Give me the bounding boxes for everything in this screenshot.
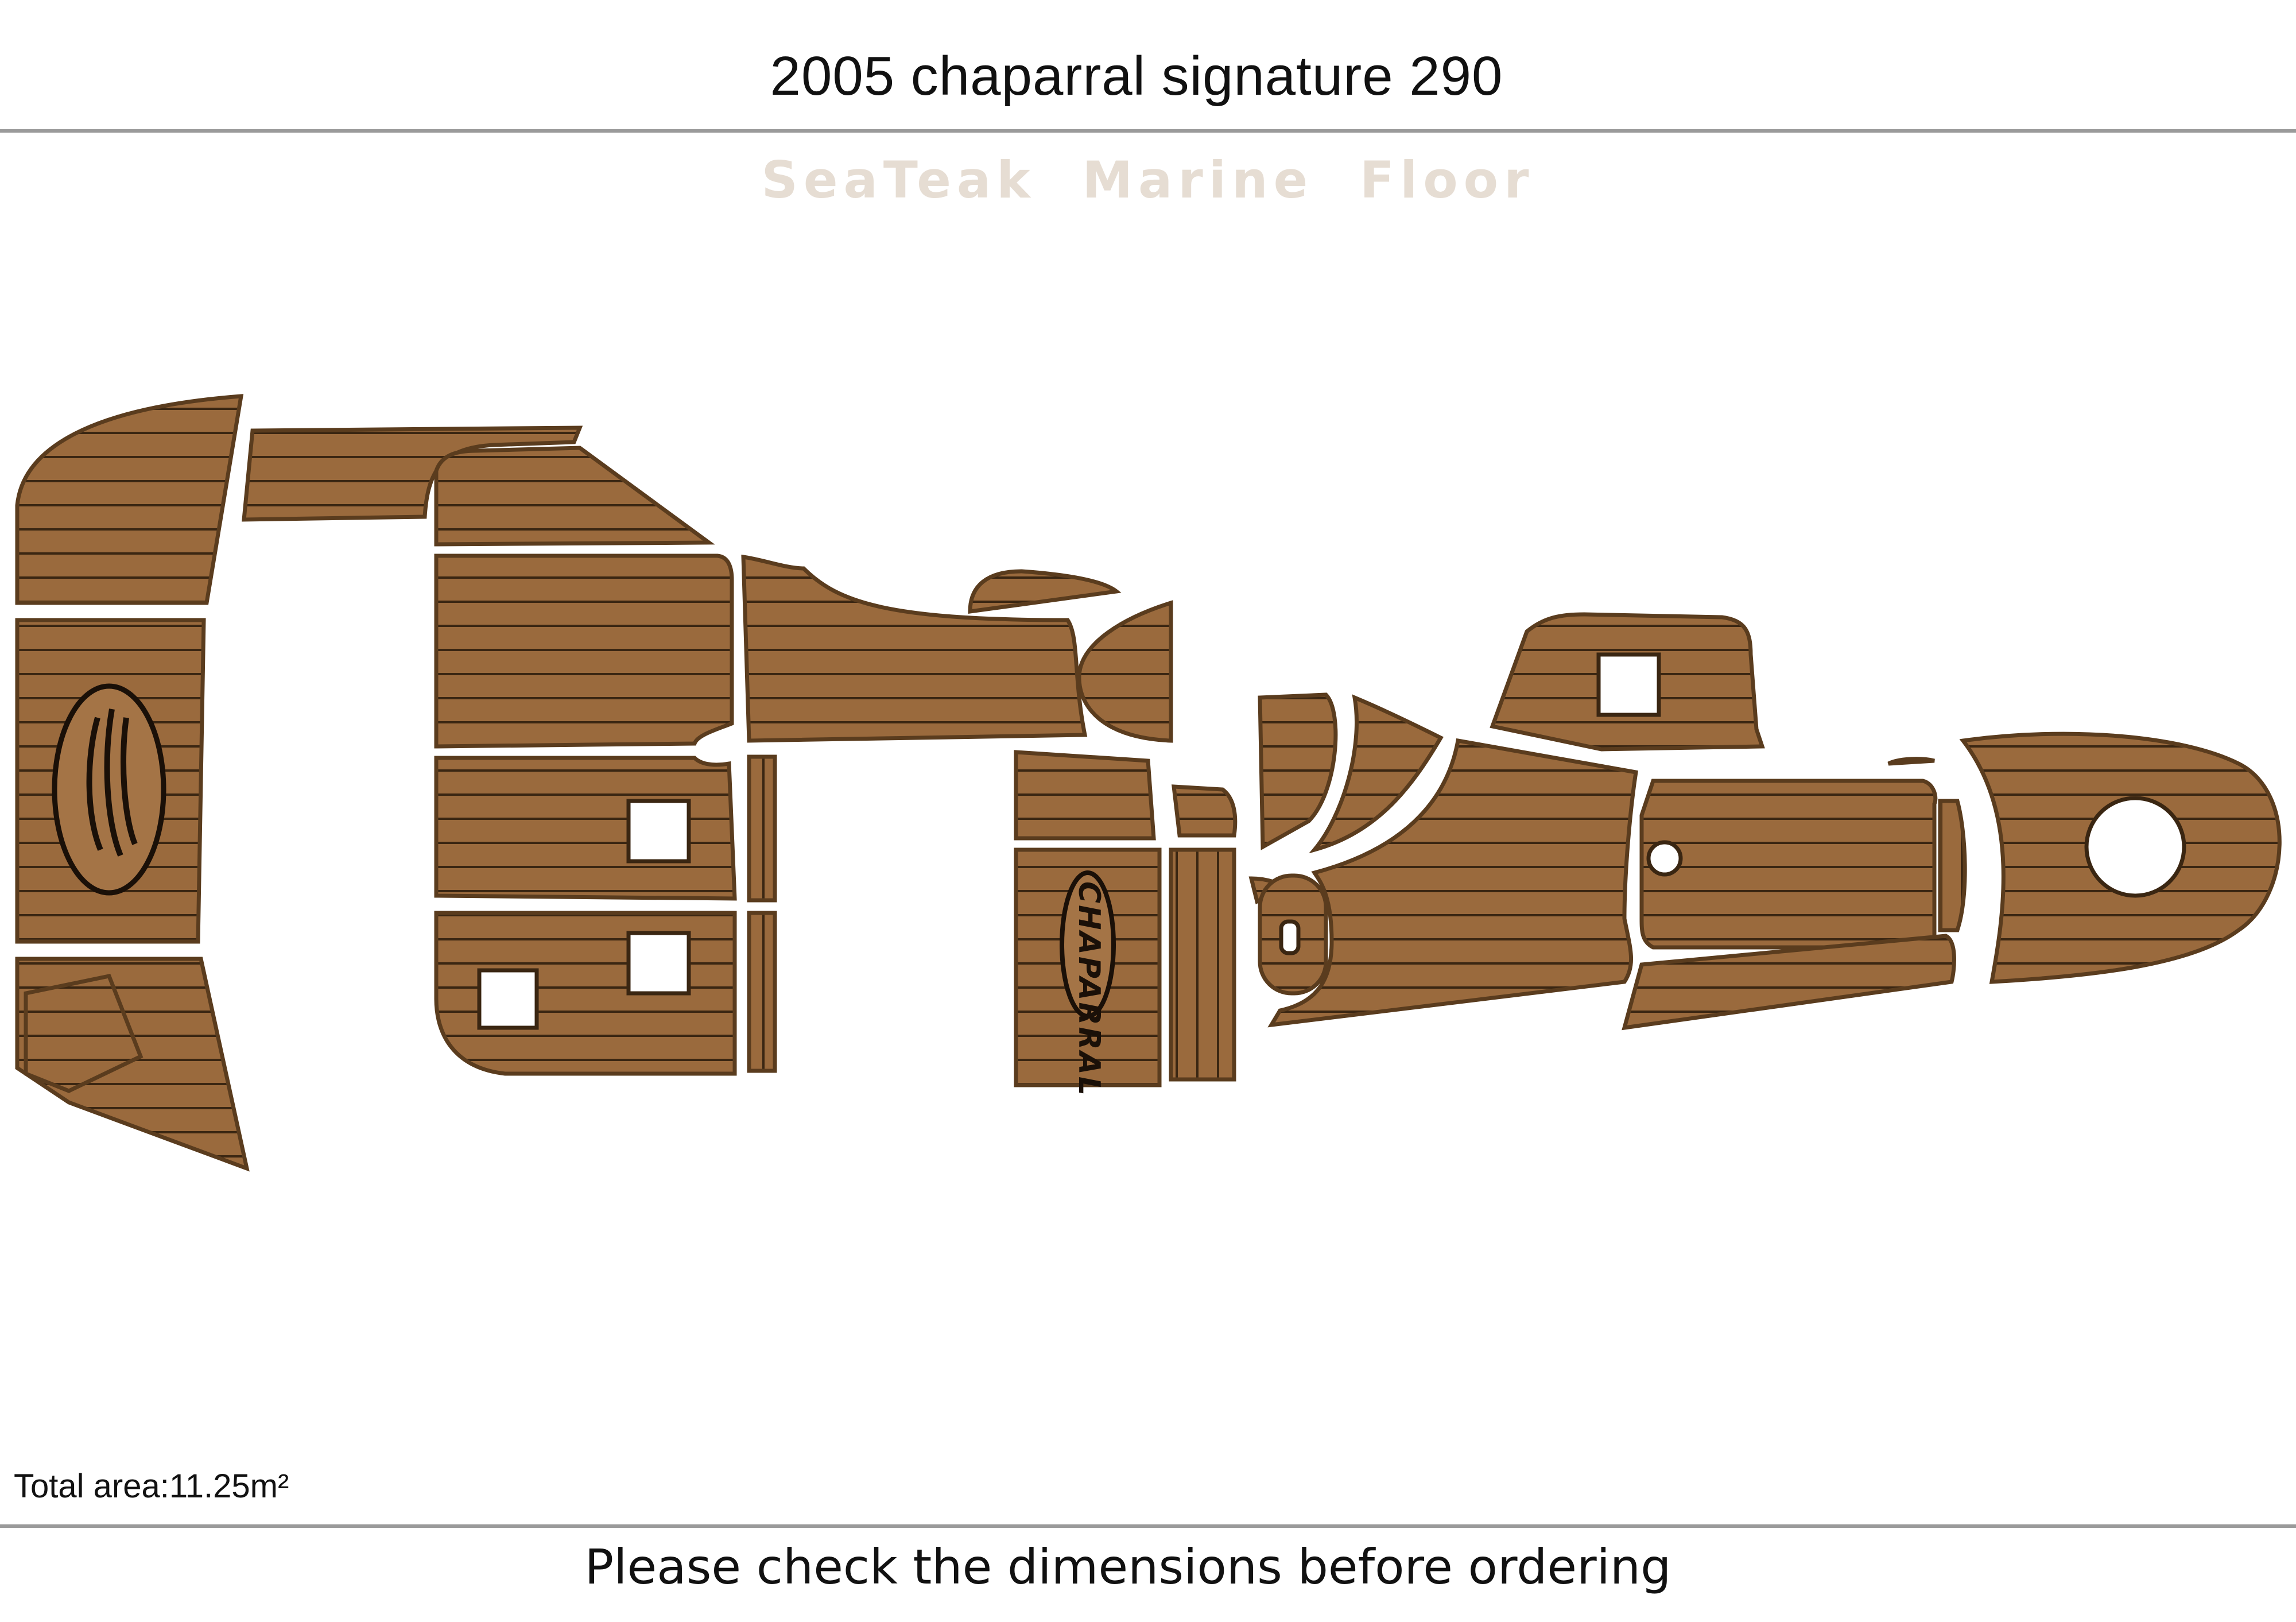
deck-piece-seat-arc <box>1309 694 1444 854</box>
brand-text: CHAPARRAL <box>1072 881 1106 1097</box>
order-notice: Please check the dimensions before order… <box>584 1539 1671 1595</box>
deck-piece-seat-base <box>1258 692 1338 850</box>
deck-piece-bow-strip-top <box>1887 757 1935 766</box>
hatch-cutout-2 <box>626 931 691 996</box>
deck-strip-1 <box>747 754 777 903</box>
total-area-label: Total area:11.25m² <box>14 1468 289 1505</box>
brand-oval <box>1060 870 1116 1019</box>
deck-piece-helm-top <box>1014 750 1156 841</box>
deck-piece-cockpit-upper <box>434 446 715 547</box>
hatch-cutout-3 <box>477 968 539 1030</box>
drain-cutout <box>1279 919 1301 955</box>
hatch-cutout-1 <box>626 799 691 864</box>
hatch-cutout-4 <box>1596 652 1661 717</box>
deck-piece-cockpit-left <box>434 553 734 749</box>
header-divider <box>0 129 2296 133</box>
watermark-text: SeaTeak Marine Floor <box>761 150 1535 210</box>
chaparral-emblem-strokes <box>86 709 138 857</box>
deck-piece-bow-strip-side <box>1938 799 1967 932</box>
deck-strip-2 <box>747 911 777 1073</box>
deck-piece-stern-top <box>15 394 244 605</box>
deck-piece-helm-small <box>1172 784 1238 838</box>
footer-divider <box>0 1524 2296 1528</box>
deck-piece-walkway <box>741 554 1088 743</box>
deck-piece-wedge <box>1077 600 1173 743</box>
deck-piece-stern-corner <box>24 973 144 1093</box>
deck-piece-cockpit-mid <box>434 756 737 901</box>
deck-piece-bow-locker <box>1639 779 1938 950</box>
drain-cutout-2 <box>1646 840 1683 877</box>
anchor-locker-cutout <box>2084 796 2186 898</box>
deck-piece-bow-walk <box>1267 738 1638 1028</box>
page-title: 2005 chaparral signature 290 <box>770 45 1503 107</box>
deck-piece-bow-lower <box>1622 934 1956 1031</box>
deck-strip-3 <box>1169 847 1236 1082</box>
deck-piece-step-small <box>968 569 1122 614</box>
